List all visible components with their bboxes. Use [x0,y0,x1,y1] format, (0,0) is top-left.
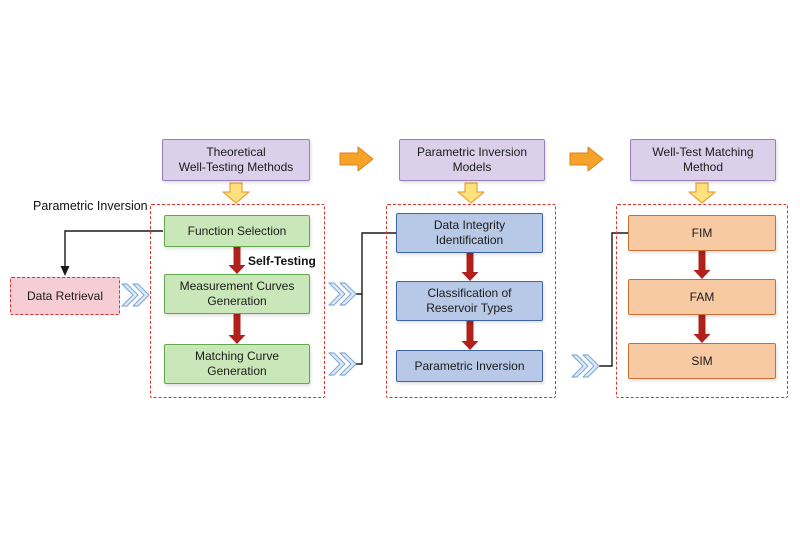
red-down-arrow-icon-s1-2 [228,314,246,344]
header-box-well-test-matching-method: Well-Test Matching Method [630,139,776,181]
parametric-inversion-label: Parametric Inversion [33,199,148,213]
bracket-connector-stage2-to-stage3 [599,232,628,367]
yellow-down-arrow-icon-3 [688,182,716,204]
node-function-selection: Function Selection [164,215,310,247]
red-down-arrow-icon-s3-2 [693,315,711,343]
elbow-connector-to-data-retrieval [64,230,163,267]
node-data-integrity-identification: Data Integrity Identification [396,213,543,253]
header-box-parametric-inversion-models: Parametric Inversion Models [399,139,545,181]
yellow-down-arrow-icon-2 [457,182,485,204]
yellow-down-arrow-icon-1 [222,182,250,204]
node-data-retrieval: Data Retrieval [10,277,120,315]
node-matching-curve-generation: Matching Curve Generation [164,344,310,384]
header-box-theoretical-well-testing-methods: Theoretical Well-Testing Methods [162,139,310,181]
red-down-arrow-icon-s2-2 [461,321,479,350]
orange-right-arrow-icon-2 [569,146,604,172]
node-fam: FAM [628,279,776,315]
node-sim: SIM [628,343,776,379]
stage-container-matching-method [616,204,788,398]
red-down-arrow-icon-s3-1 [693,251,711,279]
node-parametric-inversion: Parametric Inversion [396,350,543,382]
stage-container-theoretical [150,204,325,398]
orange-right-arrow-icon-1 [339,146,374,172]
node-fim: FIM [628,215,776,251]
elbow-arrowhead-icon [60,266,70,276]
bracket-connector-stage1-to-stage2 [356,232,396,365]
node-measurement-curves-generation: Measurement Curves Generation [164,274,310,314]
self-testing-label: Self-Testing [248,254,316,268]
node-classification-of-reservoir-types: Classification of Reservoir Types [396,281,543,321]
stage-container-inversion-models [386,204,556,398]
red-down-arrow-icon-s1-1 [228,247,246,274]
red-down-arrow-icon-s2-1 [461,253,479,281]
